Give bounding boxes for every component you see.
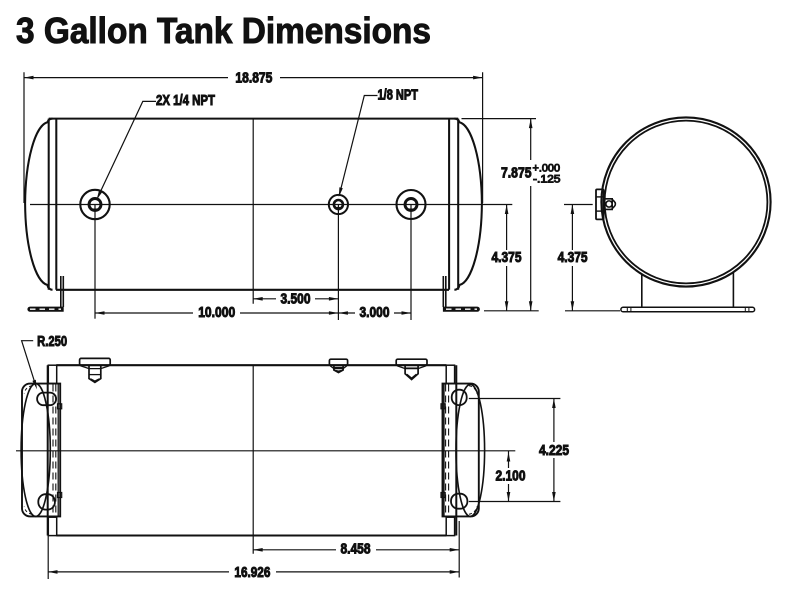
svg-text:3.500: 3.500 — [281, 291, 311, 307]
svg-text:8.458: 8.458 — [341, 542, 371, 558]
svg-text:7.875: 7.875 — [501, 166, 532, 182]
svg-text:4.375: 4.375 — [558, 250, 588, 266]
svg-text:2.100: 2.100 — [496, 469, 526, 485]
svg-text:2X 1/4 NPT: 2X 1/4 NPT — [156, 93, 215, 109]
svg-text:1/8 NPT: 1/8 NPT — [378, 87, 419, 103]
svg-text:4.225: 4.225 — [539, 443, 569, 459]
svg-text:10.000: 10.000 — [198, 305, 235, 321]
svg-text:+.000: +.000 — [533, 163, 561, 175]
svg-text:-.125: -.125 — [533, 174, 561, 186]
svg-text:18.875: 18.875 — [235, 71, 272, 87]
svg-text:3 Gallon Tank Dimensions: 3 Gallon Tank Dimensions — [16, 10, 431, 51]
svg-text:R.250: R.250 — [37, 334, 67, 350]
svg-text:4.375: 4.375 — [492, 250, 522, 266]
svg-text:3.000: 3.000 — [360, 305, 390, 321]
svg-text:16.926: 16.926 — [234, 565, 270, 581]
